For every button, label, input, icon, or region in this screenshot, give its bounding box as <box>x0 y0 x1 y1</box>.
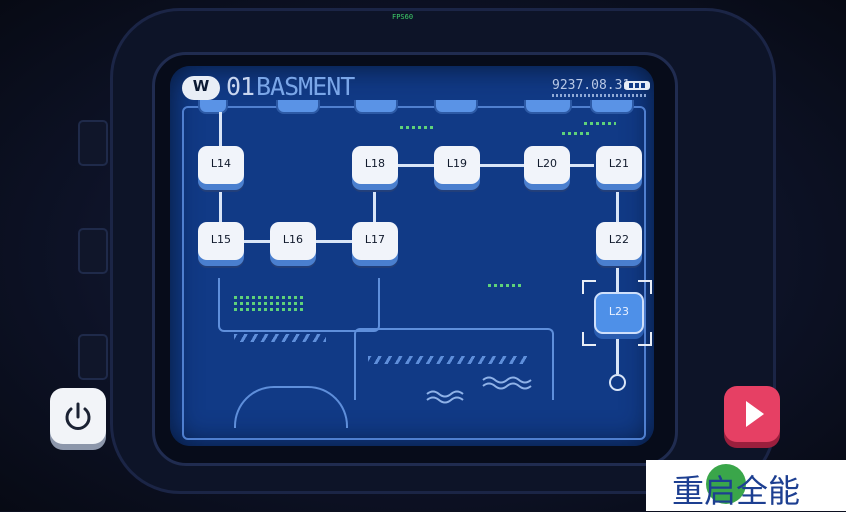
data-bits <box>234 308 306 311</box>
selection-bracket <box>582 332 596 346</box>
offscreen-node <box>354 100 398 114</box>
map-path <box>373 182 376 228</box>
game-logo: W <box>182 76 220 100</box>
game-logo-text: W <box>192 77 210 95</box>
map-path <box>568 164 594 167</box>
map-path <box>616 186 619 226</box>
level-node-l22[interactable]: L22 <box>596 222 642 260</box>
left-side-tab <box>78 334 108 380</box>
data-bits <box>234 296 306 299</box>
hazard-stripe <box>368 356 528 364</box>
selection-bracket <box>582 280 596 294</box>
pipe-outline <box>234 386 348 428</box>
play-button[interactable] <box>724 386 780 442</box>
map-path <box>244 240 270 243</box>
left-side-tab <box>78 120 108 166</box>
map-path <box>616 264 619 292</box>
map-frame <box>182 106 646 440</box>
play-icon <box>746 401 764 427</box>
level-node-l23-current[interactable]: L23 <box>594 292 644 334</box>
selection-bracket <box>638 332 652 346</box>
area-title: BASMENT <box>256 72 355 101</box>
map-path <box>478 164 524 167</box>
left-side-tab <box>78 228 108 274</box>
fps-counter: FPS60 <box>392 13 414 21</box>
data-bits <box>400 126 436 129</box>
level-node-l21[interactable]: L21 <box>596 146 642 184</box>
map-path <box>396 164 434 167</box>
hazard-stripe <box>234 334 326 342</box>
map-path <box>316 240 352 243</box>
power-icon <box>65 402 91 430</box>
offscreen-node <box>434 100 478 114</box>
watermark: 重启全能 <box>646 460 846 511</box>
offscreen-node <box>276 100 320 114</box>
map-path <box>219 112 222 160</box>
level-node-l20[interactable]: L20 <box>524 146 570 184</box>
selection-bracket <box>638 280 652 294</box>
in-game-date: 9237.08.31 <box>552 78 631 93</box>
data-bits <box>234 302 306 305</box>
data-bits <box>562 132 592 135</box>
map-path <box>616 330 619 374</box>
offscreen-node <box>590 100 634 114</box>
level-map-screen: W 01 BASMENT 9237.08.31 L14 L15 L16 L17 … <box>170 66 654 446</box>
level-node-l19[interactable]: L19 <box>434 146 480 184</box>
battery-icon <box>624 81 650 90</box>
level-node-l15[interactable]: L15 <box>198 222 244 260</box>
level-node-l16[interactable]: L16 <box>270 222 316 260</box>
path-end-point <box>609 374 626 391</box>
map-path <box>219 182 222 242</box>
level-node-l14[interactable]: L14 <box>198 146 244 184</box>
date-ticks <box>552 94 648 97</box>
power-button[interactable] <box>50 388 106 444</box>
watermark-text: 重启全能 <box>672 472 801 510</box>
data-bits <box>584 122 616 125</box>
area-number: 01 <box>226 72 255 101</box>
map-corridor-line <box>218 278 380 332</box>
water-waves <box>426 376 532 404</box>
data-bits <box>488 284 524 287</box>
offscreen-node <box>524 100 572 114</box>
level-node-l18[interactable]: L18 <box>352 146 398 184</box>
watermark-circle <box>706 464 746 504</box>
offscreen-node <box>198 100 228 114</box>
level-node-l17[interactable]: L17 <box>352 222 398 260</box>
map-corridor-line <box>354 328 554 400</box>
